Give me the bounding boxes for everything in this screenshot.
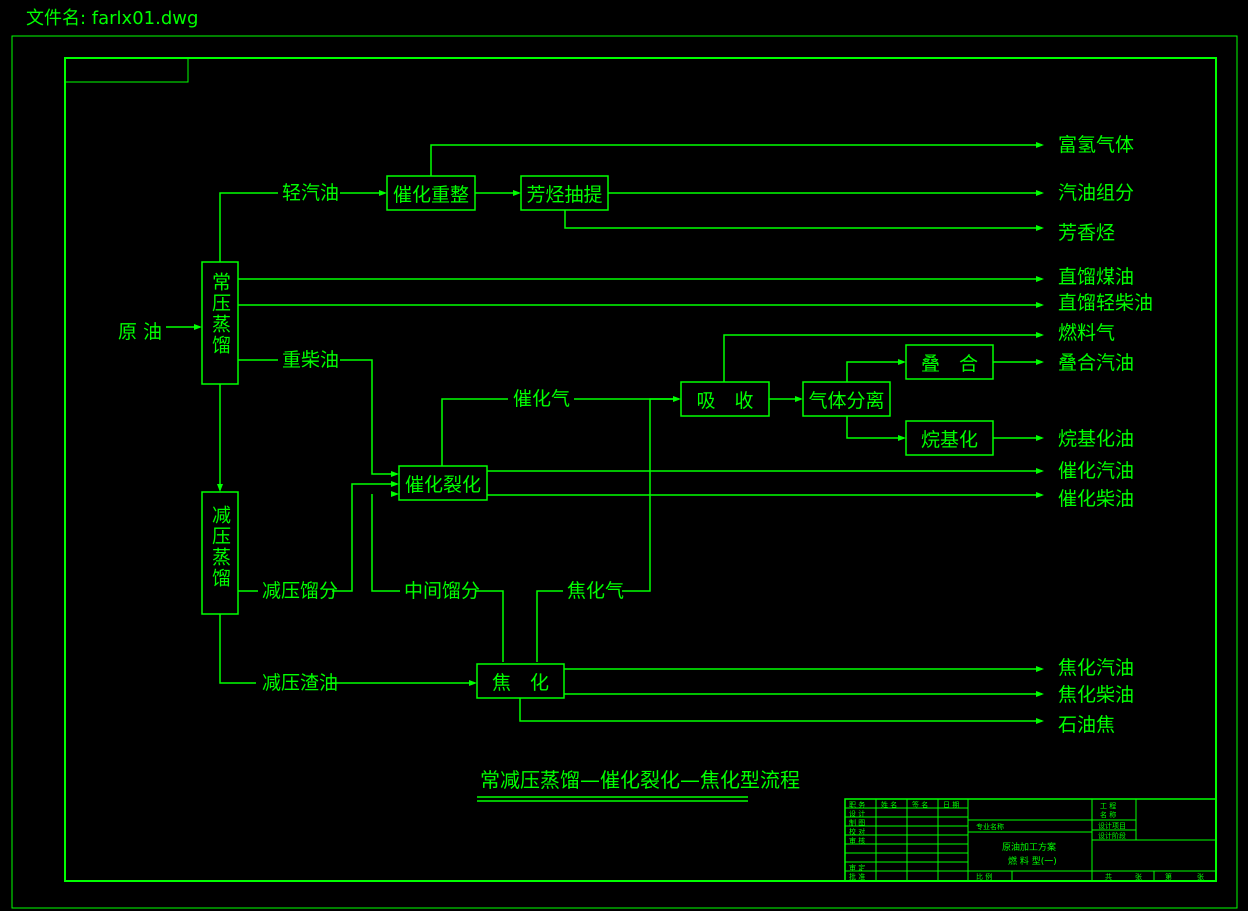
tb-col-name: 姓 名 [881, 801, 898, 809]
tb-drawing-title-2: 燃 料 型(一) [1008, 857, 1057, 867]
diagram-caption: 常减压蒸馏—催化裂化—焦化型流程 [480, 768, 800, 792]
product-coker-gasoline: 焦化汽油 [1058, 657, 1135, 679]
light-gasoline-label: 轻汽油 [282, 182, 340, 204]
tb-sheet-label: 张 [1135, 873, 1142, 881]
coker-gas-label: 焦化气 [567, 580, 625, 602]
product-sr-light-diesel: 直馏轻柴油 [1058, 292, 1154, 314]
tb-row-1: 设 计 [849, 810, 866, 818]
atm-distillation-label: 常压蒸馏 [209, 272, 231, 356]
reform-label: 催化重整 [392, 183, 469, 206]
vgo-label: 减压馏分 [262, 580, 339, 602]
tb-project-2: 名 称 [1100, 811, 1117, 819]
fcc-label: 催化裂化 [404, 473, 481, 496]
product-alkylate: 烷基化油 [1058, 428, 1135, 450]
product-sr-kerosene: 直馏煤油 [1058, 266, 1135, 288]
alkyl-label: 烷基化 [920, 428, 978, 451]
tb-sheet-no: 第 [1165, 873, 1172, 881]
product-gasoline-component: 汽油组分 [1058, 182, 1135, 204]
product-fcc-gasoline: 催化汽油 [1058, 460, 1135, 482]
product-h2-gas: 富氢气体 [1058, 134, 1135, 156]
vac-residue-label: 减压渣油 [262, 672, 339, 694]
tb-project-1: 工 程 [1100, 802, 1117, 810]
product-coker-diesel: 焦化柴油 [1058, 684, 1135, 706]
heavy-diesel-label: 重柴油 [282, 349, 340, 371]
product-pet-coke: 石油焦 [1058, 714, 1116, 736]
tb-sheet-unit: 张 [1197, 873, 1204, 881]
corner-tab [65, 58, 189, 83]
coking-label: 焦 化 [491, 671, 549, 694]
outer-frame [11, 35, 1238, 909]
product-fuel-gas: 燃料气 [1058, 322, 1116, 344]
tb-col-date: 日 期 [943, 801, 960, 809]
tb-scale: 比 例 [976, 873, 993, 881]
tb-row-8: 批 准 [849, 873, 866, 881]
tb-specialty: 专业名称 [976, 823, 1004, 831]
tb-sheet-total: 共 [1105, 873, 1112, 881]
vac-distillation-label: 减压蒸馏 [209, 505, 231, 589]
title-block [844, 798, 1217, 882]
tb-row-2: 制 图 [849, 819, 866, 827]
tb-design-stage: 设计阶段 [1098, 832, 1126, 840]
polymer-label: 叠 合 [920, 352, 978, 375]
tb-design-no: 设计项目 [1098, 822, 1126, 830]
product-poly-gasoline: 叠合汽油 [1058, 352, 1135, 374]
file-title: 文件名: farlx01.dwg [26, 8, 199, 29]
tb-col-sign: 签 名 [912, 801, 929, 809]
gas-sep-label: 气体分离 [808, 389, 885, 412]
tb-drawing-title-1: 原油加工方案 [1002, 843, 1057, 853]
absorb-label: 吸 收 [696, 389, 754, 412]
fcc-box [398, 465, 488, 501]
aromatics-label: 芳烃抽提 [526, 183, 603, 206]
tb-row-0: 职 务 [849, 801, 866, 809]
mid-distillate-label: 中间馏分 [404, 580, 481, 602]
tb-row-7: 审 定 [849, 864, 866, 872]
product-fcc-diesel: 催化柴油 [1058, 488, 1135, 510]
fcc-gas-label: 催化气 [513, 388, 571, 410]
crude-oil-label: 原 油 [118, 321, 163, 343]
inner-frame [64, 57, 1217, 882]
tb-row-3: 校 对 [849, 828, 866, 836]
tb-row-4: 审 核 [849, 837, 866, 845]
product-aromatics: 芳香烃 [1058, 222, 1116, 244]
